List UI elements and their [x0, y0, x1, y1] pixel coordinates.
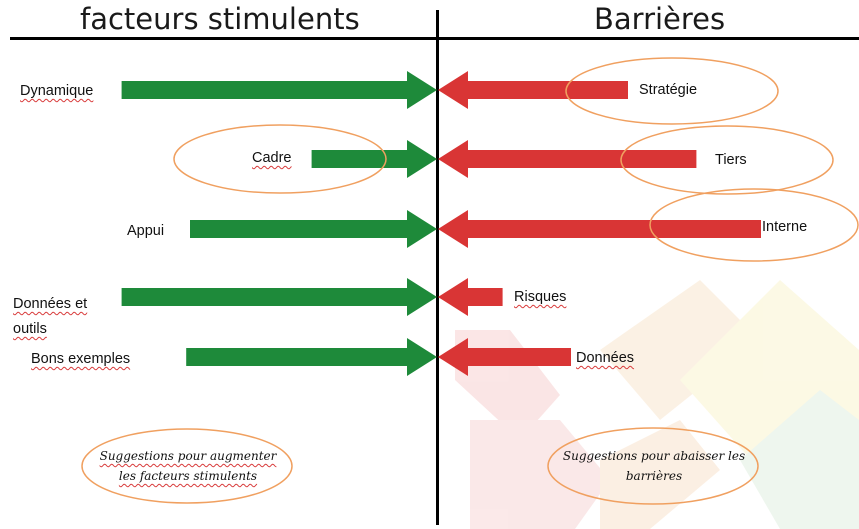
header-barriers-text: Barrières — [594, 2, 726, 36]
barrier-label: Données — [576, 350, 635, 366]
barrier-arrow — [438, 338, 571, 376]
driver-label: Données et outils — [13, 296, 88, 337]
driver-arrow — [121, 71, 437, 109]
barrier-arrow — [438, 278, 503, 316]
highlight-ellipses — [81, 57, 859, 505]
driver-label: Dynamique — [20, 83, 94, 99]
barrier-label: Risques — [514, 289, 567, 305]
driver-label: Bons exemples — [31, 351, 131, 367]
barrier-label: Interne — [762, 219, 808, 235]
driver-arrow — [121, 278, 437, 316]
driver-label: Appui — [127, 223, 165, 239]
header-drivers-text: facteurs stimulents — [80, 2, 360, 36]
barrier-arrow — [438, 71, 628, 109]
suggestion-drivers: Suggestions pour augmenter les facteurs … — [99, 449, 277, 483]
background-watermark — [455, 280, 859, 529]
driver-arrow — [311, 140, 437, 178]
driver-arrows — [121, 71, 437, 376]
barrier-arrow — [438, 140, 697, 178]
ellipse-strategie — [565, 57, 779, 125]
header-barriers: Barrières — [594, 2, 725, 36]
driver-arrow — [186, 338, 437, 376]
driver-label: Cadre — [252, 150, 292, 166]
ellipse-interne — [649, 188, 859, 262]
barrier-arrows — [438, 71, 761, 376]
barrier-label: Stratégie — [639, 82, 698, 98]
ellipse-suggestion-left — [81, 428, 293, 504]
central-axis — [436, 10, 439, 525]
header-drivers: facteurs stimulents — [80, 2, 360, 36]
barrier-arrow — [438, 210, 761, 248]
ellipse-tiers — [620, 125, 834, 195]
header-rule — [10, 37, 859, 40]
ellipse-suggestion-right — [547, 427, 759, 505]
barrier-label: Tiers — [715, 152, 747, 168]
driver-arrow — [190, 210, 437, 248]
suggestion-barriers: Suggestions pour abaisser les barrières — [562, 449, 746, 483]
ellipse-cadre — [173, 124, 387, 194]
